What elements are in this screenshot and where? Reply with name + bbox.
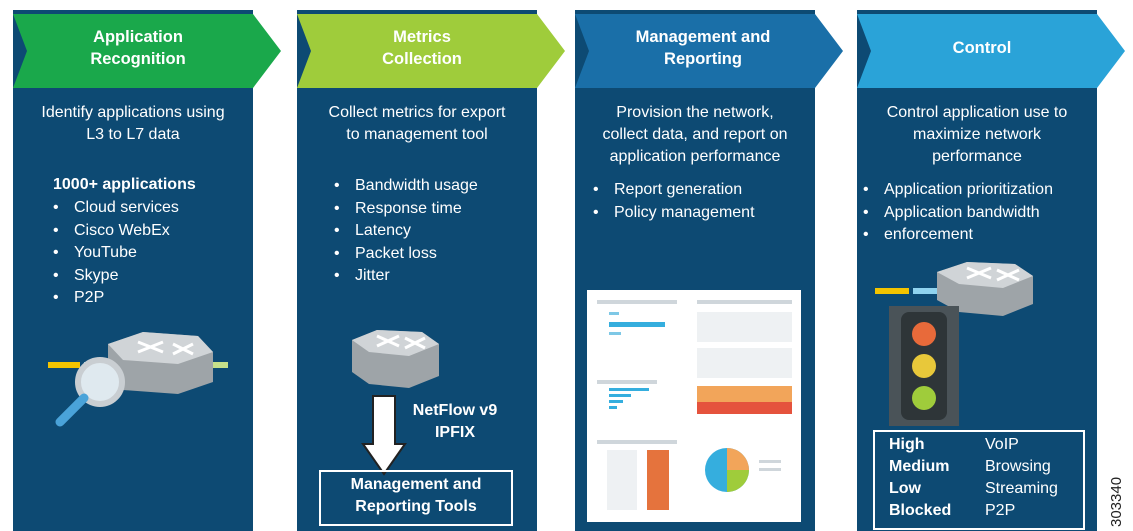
priority-app: Browsing xyxy=(985,458,1051,475)
list-item: Application prioritization xyxy=(863,179,1053,202)
description-line: collect data, and report on xyxy=(602,126,788,143)
chevron-header: Metrics Collection xyxy=(297,10,565,92)
traffic-light-icon xyxy=(889,306,959,426)
title-line2: Reporting xyxy=(664,50,742,68)
priority-app: VoIP xyxy=(985,436,1019,453)
description-line: performance xyxy=(932,148,1022,165)
list-item: Jitter xyxy=(334,265,478,288)
list-item: Cloud services xyxy=(53,197,179,220)
title-line2: Collection xyxy=(382,50,462,68)
box-label: Management and xyxy=(350,476,482,493)
chevron-header: Control xyxy=(857,10,1125,92)
title-line2: Recognition xyxy=(90,50,186,68)
priority-app: P2P xyxy=(985,502,1016,519)
chevron-header: Application Recognition xyxy=(13,10,281,92)
title-line1: Metrics xyxy=(393,28,451,46)
column-application-recognition: Application Recognition Identify applica… xyxy=(13,10,281,531)
priority-table: High VoIP Medium Browsing Low Streaming … xyxy=(873,430,1085,530)
router-icon xyxy=(352,330,439,388)
description-line: Provision the network, xyxy=(616,104,774,121)
description-line: to management tool xyxy=(346,126,488,143)
list-item: Cisco WebEx xyxy=(53,220,179,243)
priority-level: Low xyxy=(889,480,921,497)
priority-row: Blocked P2P xyxy=(875,500,1083,522)
router-icon xyxy=(875,262,1033,316)
list-item-continued: enforcement xyxy=(863,224,1053,247)
list-item: Skype xyxy=(53,265,179,288)
priority-level: Blocked xyxy=(889,502,952,519)
description-line: maximize network xyxy=(912,126,1042,143)
list-item: Policy management xyxy=(593,202,755,225)
app-list: Cloud services Cisco WebEx YouTube Skype… xyxy=(53,197,179,310)
priority-row: Medium Browsing xyxy=(875,456,1083,478)
priority-level: Medium xyxy=(889,458,950,475)
metrics-list: Bandwidth usage Response time Latency Pa… xyxy=(334,175,478,288)
priority-row: Low Streaming xyxy=(875,478,1083,500)
description-line: L3 to L7 data xyxy=(86,126,180,143)
priority-app: Streaming xyxy=(985,480,1058,497)
priority-row: High VoIP xyxy=(875,434,1083,456)
list-item: Application bandwidth xyxy=(863,202,1053,225)
column-control: Control Control application use to maxim… xyxy=(857,10,1125,531)
dashboard-screenshot-icon xyxy=(587,290,801,522)
list-item: Bandwidth usage xyxy=(334,175,478,198)
title-line1: Application xyxy=(93,28,183,46)
reporting-list: Report generation Policy management xyxy=(593,179,755,224)
down-arrow-icon xyxy=(361,395,407,476)
list-item: Packet loss xyxy=(334,243,478,266)
apps-count-heading: 1000+ applications xyxy=(53,176,196,193)
control-list: Application prioritization Application b… xyxy=(863,179,1053,247)
column-management-reporting: Management and Reporting Provision the n… xyxy=(575,10,843,531)
description-line: Control application use to xyxy=(886,104,1068,121)
list-item: Latency xyxy=(334,220,478,243)
column-metrics-collection: Metrics Collection Collect metrics for e… xyxy=(297,10,565,531)
list-item: YouTube xyxy=(53,242,179,265)
management-tools-box: Management and Reporting Tools xyxy=(319,470,513,526)
list-item: Report generation xyxy=(593,179,755,202)
description-line: Collect metrics for export xyxy=(328,104,506,121)
description-line: Identify applications using xyxy=(41,104,225,121)
list-item: Response time xyxy=(334,198,478,221)
chevron-header: Management and Reporting xyxy=(575,10,843,92)
description-line: application performance xyxy=(609,148,781,165)
export-protocol: IPFIX xyxy=(434,424,475,441)
router-with-magnifier-icon xyxy=(48,332,228,427)
list-item: P2P xyxy=(53,287,179,310)
priority-level: High xyxy=(889,436,925,453)
title-line1: Management and xyxy=(635,28,771,46)
figure-id: 303340 xyxy=(1108,476,1125,527)
export-protocol: NetFlow v9 xyxy=(412,402,498,419)
title: Control xyxy=(952,39,1012,57)
box-label: Reporting Tools xyxy=(355,498,477,515)
